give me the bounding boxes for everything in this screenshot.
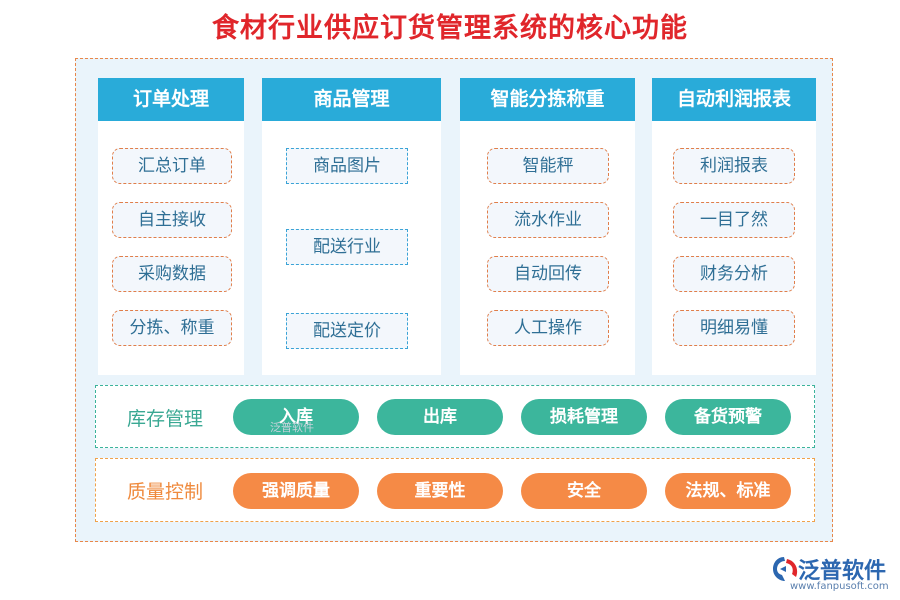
module-item: 明细易懂	[673, 310, 795, 346]
module-item: 采购数据	[112, 256, 232, 292]
module-item: 配送定价	[286, 313, 408, 349]
module-item: 汇总订单	[112, 148, 232, 184]
inventory-label: 库存管理	[126, 408, 203, 430]
inventory-row: 库存管理 入库 出库 损耗管理 备货预警	[95, 385, 815, 448]
logo-url: www.fanpusoft.com	[790, 581, 889, 592]
module-item: 商品图片	[286, 148, 408, 184]
inventory-item: 出库	[377, 399, 503, 435]
module-item: 自主接收	[112, 202, 232, 238]
module-item: 一目了然	[673, 202, 795, 238]
module-header: 智能分拣称重	[460, 78, 635, 121]
quality-label: 质量控制	[126, 481, 203, 503]
quality-row: 质量控制 强调质量 重要性 安全 法规、标准	[95, 458, 815, 522]
module-item: 流水作业	[487, 202, 609, 238]
inventory-item: 入库	[233, 399, 359, 435]
brand-logo: 泛普软件 www.fanpusoft.com	[770, 553, 892, 593]
quality-item: 强调质量	[233, 473, 359, 509]
module-header: 商品管理	[262, 78, 441, 121]
watermark: 泛普软件	[270, 421, 314, 434]
fanpu-logo-icon	[773, 557, 798, 581]
module-item: 自动回传	[487, 256, 609, 292]
page-title: 食材行业供应订货管理系统的核心功能	[212, 13, 688, 44]
module-header: 自动利润报表	[652, 78, 816, 121]
quality-item: 安全	[521, 473, 647, 509]
quality-item: 重要性	[377, 473, 503, 509]
inventory-item: 备货预警	[665, 399, 791, 435]
module-item: 财务分析	[673, 256, 795, 292]
module-item: 配送行业	[286, 229, 408, 265]
module-item: 人工操作	[487, 310, 609, 346]
module-item: 分拣、称重	[112, 310, 232, 346]
module-smart-sorting: 智能分拣称重 智能秤 流水作业 自动回传 人工操作	[460, 78, 635, 375]
quality-item: 法规、标准	[665, 473, 791, 509]
module-product-management: 商品管理 商品图片 配送行业 配送定价	[262, 78, 441, 375]
module-header: 订单处理	[98, 78, 244, 121]
module-profit-report: 自动利润报表 利润报表 一目了然 财务分析 明细易懂	[652, 78, 816, 375]
inventory-item: 损耗管理	[521, 399, 647, 435]
module-item: 智能秤	[487, 148, 609, 184]
module-order-processing: 订单处理 汇总订单 自主接收 采购数据 分拣、称重	[98, 78, 244, 375]
module-item: 利润报表	[673, 148, 795, 184]
logo-name: 泛普软件	[798, 559, 887, 584]
